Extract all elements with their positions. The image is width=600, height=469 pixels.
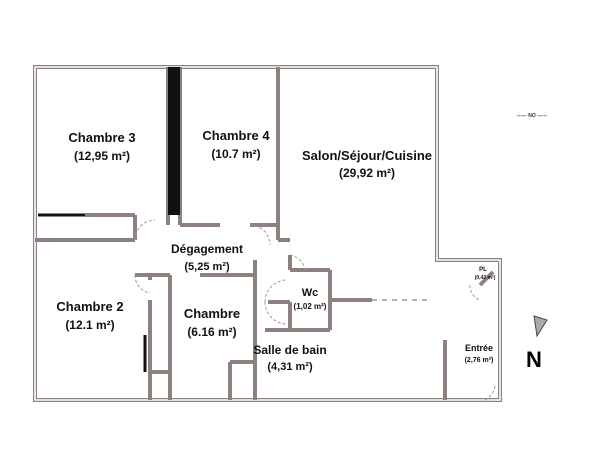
room-area: (12,95 m²) xyxy=(74,149,130,163)
orientation-marker: ------ NO ------ xyxy=(517,113,548,119)
room-area: (2,76 m²) xyxy=(465,357,494,364)
walls xyxy=(33,65,502,402)
room-area: (5,25 m²) xyxy=(184,261,230,273)
room-name: Salon/Séjour/Cuisine xyxy=(302,148,432,163)
doors xyxy=(134,219,496,401)
room-area: (10.7 m²) xyxy=(211,147,260,161)
room-name: Chambre 3 xyxy=(68,130,135,145)
compass-arrow-icon xyxy=(533,315,548,338)
room-area: (0,42 m²) xyxy=(475,275,496,281)
room-area: (6.16 m²) xyxy=(187,325,236,339)
room-name: Chambre 2 xyxy=(56,299,123,314)
room-area: (12.1 m²) xyxy=(65,318,114,332)
beam xyxy=(168,67,180,215)
room-labels: Chambre 3 (12,95 m²) Chambre 4 (10.7 m²)… xyxy=(56,128,495,373)
room-name: Salle de bain xyxy=(253,343,326,357)
room-area: (29,92 m²) xyxy=(339,166,395,180)
room-name: Chambre xyxy=(184,306,240,321)
room-name: Chambre 4 xyxy=(202,128,270,143)
room-name: PL xyxy=(479,267,487,273)
room-area: (4,31 m²) xyxy=(267,361,313,373)
room-name: Entrée xyxy=(465,343,493,353)
room-name: Dégagement xyxy=(171,242,243,256)
room-area: (1,02 m²) xyxy=(294,302,327,311)
north-label: N xyxy=(526,347,542,372)
room-name: Wc xyxy=(302,287,319,299)
